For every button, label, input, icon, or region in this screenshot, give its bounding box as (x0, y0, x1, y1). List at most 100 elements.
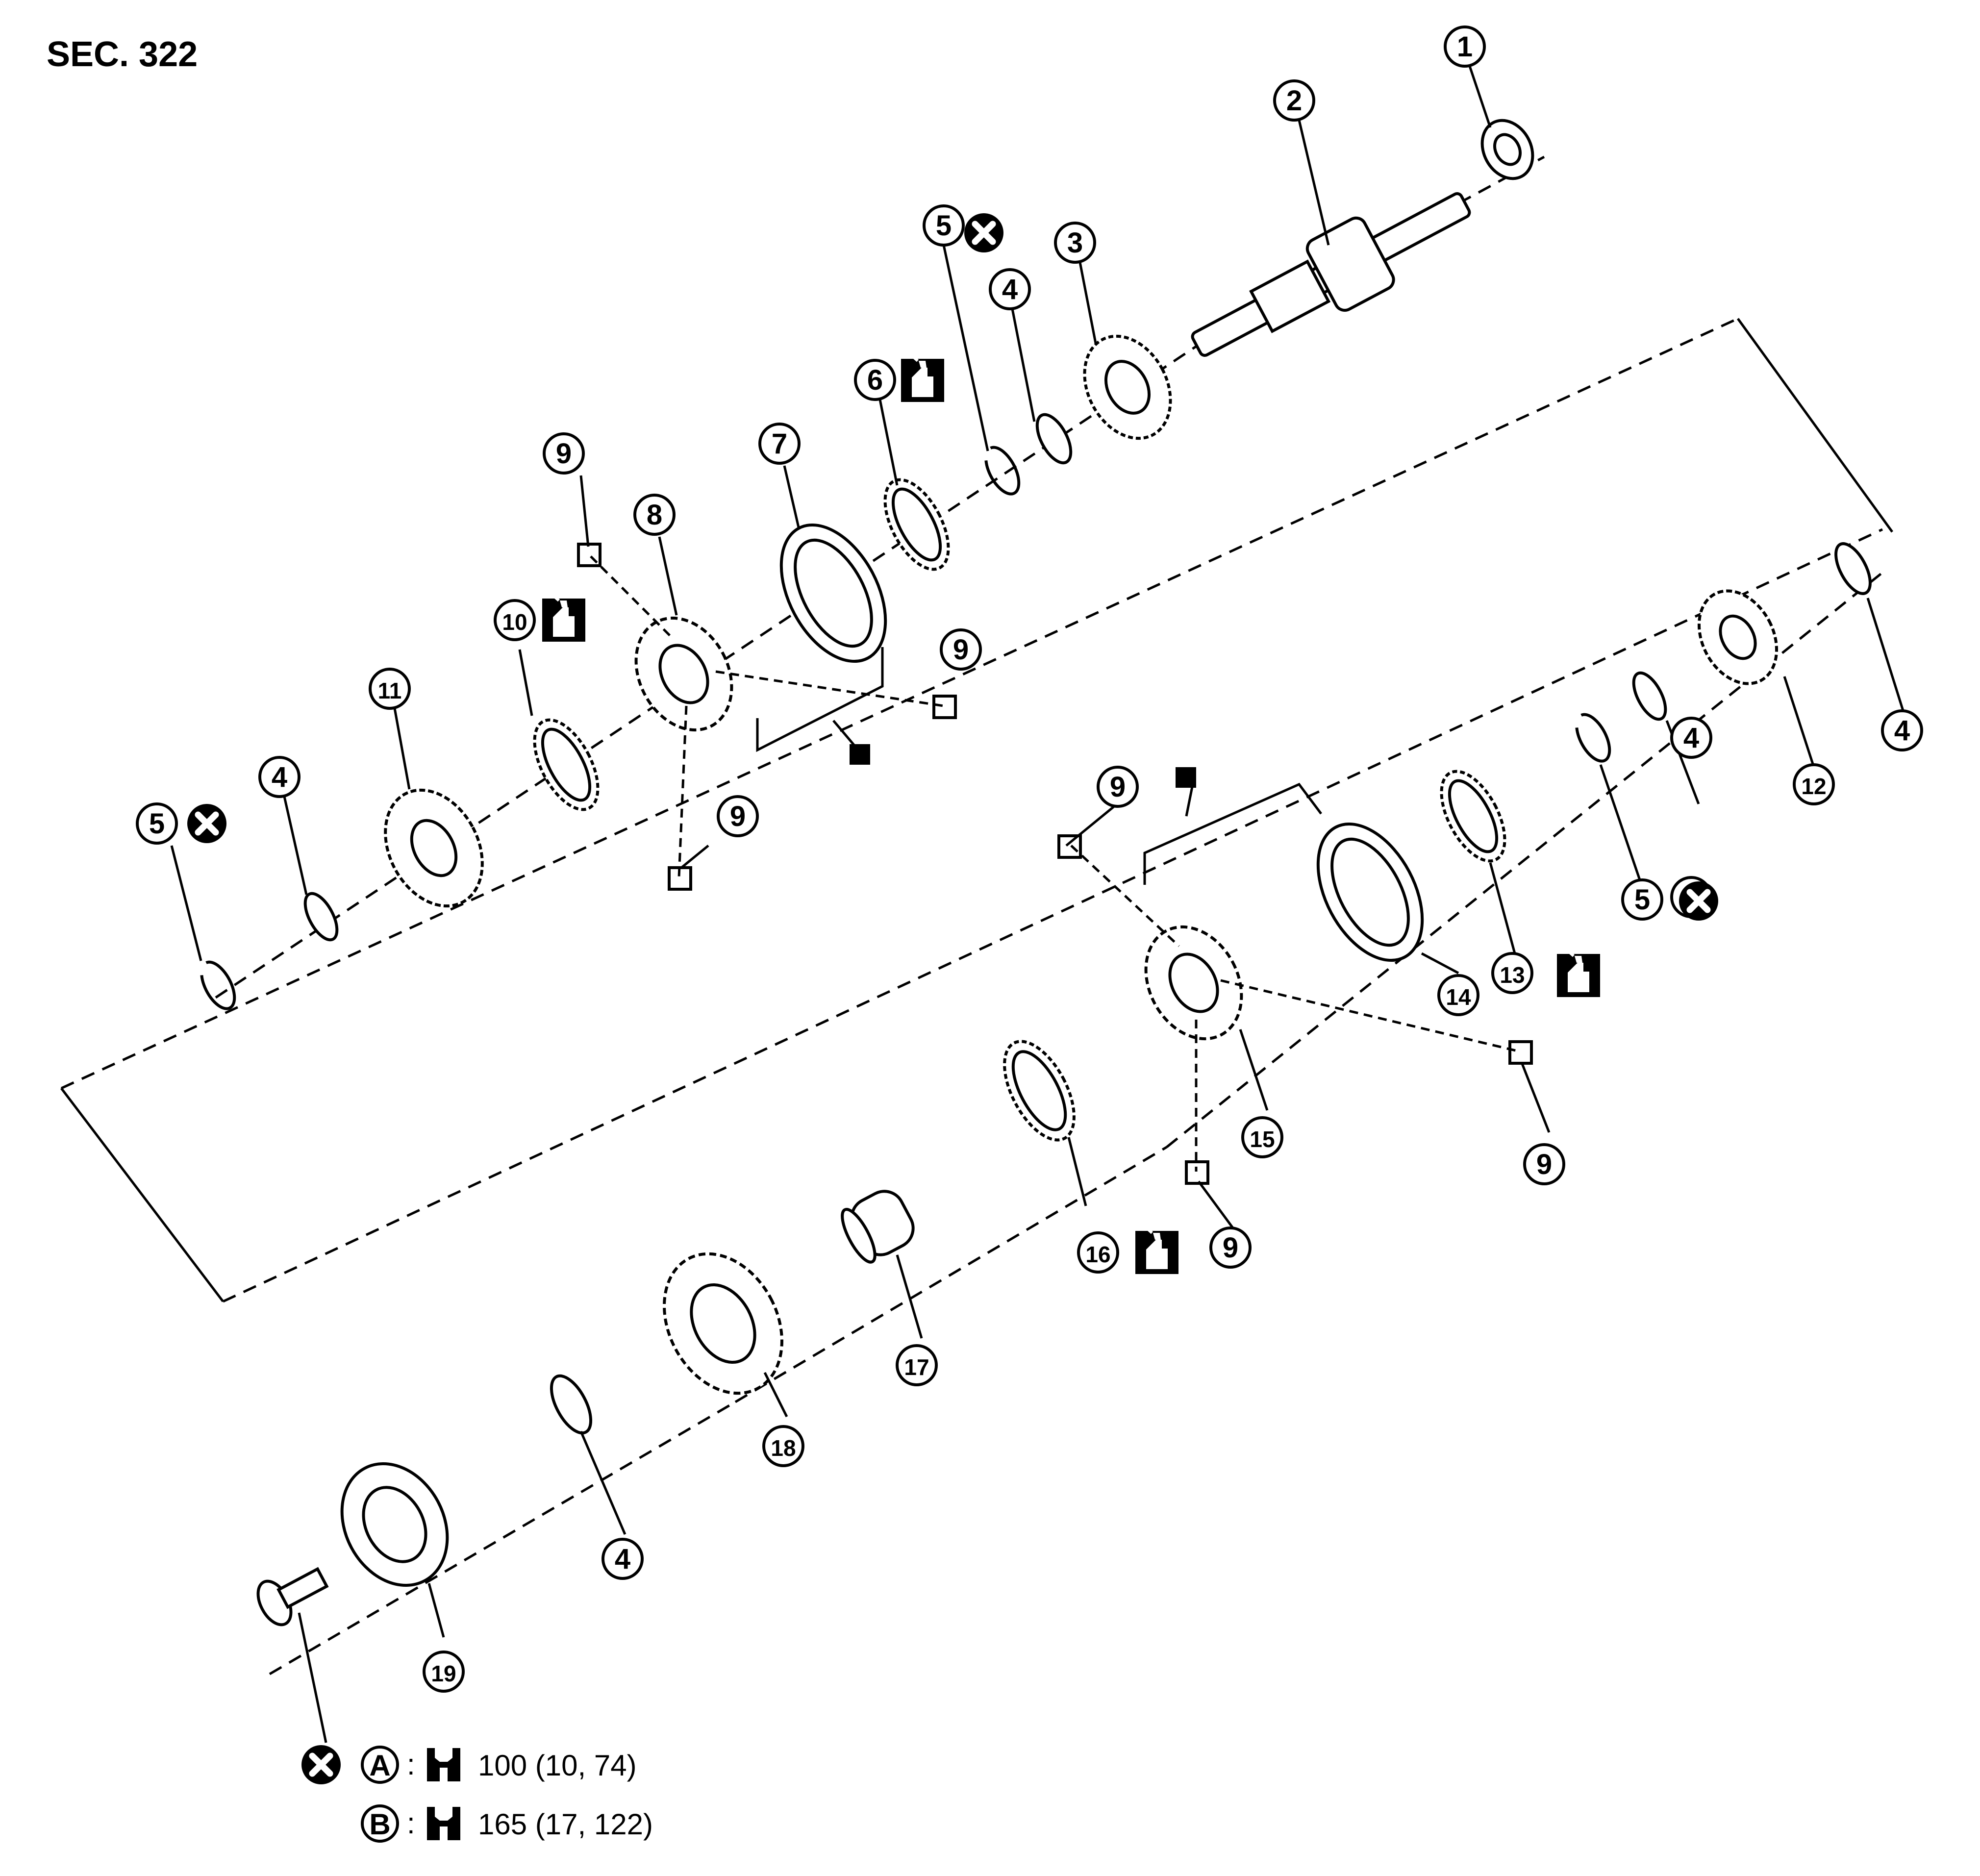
part-9-insert-key (1057, 834, 1082, 859)
svg-text:4: 4 (1002, 274, 1018, 305)
part-7-coupling-sleeve (779, 523, 887, 663)
callout-part-4: 4 (602, 1538, 644, 1580)
lubricate-icon (1557, 947, 1600, 997)
callout-part-4: 4 (258, 756, 301, 798)
svg-text:5: 5 (149, 808, 165, 840)
part-17-needle-bearing (841, 1190, 915, 1264)
svg-text:5: 5 (1634, 884, 1650, 916)
part-18-gear (663, 1252, 783, 1395)
callout-part-17: 17 (896, 1344, 938, 1386)
part-1-bearing (1480, 119, 1534, 180)
svg-text:15: 15 (1250, 1126, 1275, 1152)
callout-part-1: 1 (1444, 25, 1486, 68)
part-16-baulk-ring (1003, 1040, 1076, 1142)
part-5-snap-ring (200, 960, 236, 1010)
callout-part-9: 9 (1209, 1226, 1252, 1269)
do-not-reuse-icon (964, 213, 1003, 252)
callout-part-4: 4 (989, 268, 1031, 310)
svg-text:8: 8 (647, 499, 662, 531)
part-13-baulk-ring (1440, 770, 1506, 863)
svg-text:17: 17 (904, 1354, 929, 1380)
callout-part-4: 4 (1670, 717, 1712, 759)
svg-text:B: B (369, 1808, 390, 1841)
svg-text:9: 9 (556, 438, 572, 470)
part-6-baulk-ring (883, 478, 950, 571)
svg-text:10: 10 (502, 609, 527, 635)
do-not-reuse-icon (1679, 881, 1718, 921)
svg-text:12: 12 (1801, 774, 1826, 799)
callout-part-14: 14 (1437, 974, 1479, 1016)
part-11-gear (384, 788, 484, 908)
part-3-gear (1083, 334, 1172, 440)
svg-text:9: 9 (953, 634, 969, 666)
part-9-insert-key (932, 695, 957, 719)
part-5-snap-ring (1575, 713, 1611, 763)
svg-text:9: 9 (1223, 1232, 1238, 1264)
part-9-insert-key (1508, 1040, 1533, 1065)
legend-torque-b: 165 (17, 122) (478, 1808, 653, 1841)
torque-legend: A : 100 (10, 74) B : 165 (17, 122) (301, 1745, 653, 1843)
part-19-bearing (340, 1462, 449, 1587)
part-9-insert-key (1185, 1160, 1209, 1185)
lubricate-icon (1135, 1224, 1178, 1274)
callout-part-7: 7 (758, 423, 801, 465)
assembly-square-icon (1176, 767, 1196, 788)
svg-text:4: 4 (1894, 715, 1910, 747)
svg-text:19: 19 (431, 1661, 456, 1686)
callout-part-5: 5 (136, 802, 178, 845)
part-10-baulk-ring (533, 718, 600, 811)
part-14-coupling-sleeve (1316, 822, 1424, 962)
callout-part-9: 9 (543, 432, 585, 475)
svg-text:9: 9 (1110, 771, 1126, 803)
lubricate-icon (901, 352, 944, 402)
part-12-gear (1697, 589, 1779, 685)
callout-part-9: 9 (940, 628, 982, 671)
svg-text::: : (407, 1807, 415, 1840)
part-4-washer (1035, 413, 1073, 465)
svg-text:1: 1 (1457, 31, 1473, 63)
callout-part-11: 11 (369, 668, 411, 710)
torque-wrench-icon (427, 1807, 460, 1840)
callout-part-2: 2 (1273, 79, 1315, 122)
legend-letter-b: B (361, 1804, 399, 1843)
part-5-snap-ring (984, 446, 1021, 496)
do-not-reuse-icon (187, 804, 226, 843)
callout-part-13: 13 (1491, 952, 1533, 994)
part-4-washer (550, 1374, 593, 1435)
svg-text:13: 13 (1500, 962, 1525, 988)
svg-text:2: 2 (1286, 85, 1302, 117)
assembly-square-icon (850, 744, 870, 765)
svg-text:18: 18 (771, 1435, 796, 1461)
part-bolt (256, 1567, 329, 1626)
svg-text:11: 11 (378, 678, 402, 703)
svg-text:4: 4 (615, 1543, 630, 1575)
svg-text:5: 5 (936, 210, 952, 242)
legend-letter-a: A (361, 1746, 399, 1784)
leader-lines (170, 66, 1908, 1743)
svg-text::: : (407, 1748, 415, 1781)
callout-part-5: 5 (923, 204, 965, 247)
svg-text:4: 4 (272, 761, 287, 793)
callout-part-15: 15 (1241, 1116, 1283, 1158)
torque-wrench-icon (427, 1748, 460, 1781)
svg-text:A: A (369, 1749, 390, 1782)
part-15-synchronizer-hub (1144, 925, 1243, 1041)
callout-part-4: 4 (1881, 709, 1923, 751)
svg-text:6: 6 (867, 364, 883, 396)
callout-part-16: 16 (1077, 1231, 1119, 1274)
callout-part-10: 10 (494, 599, 536, 641)
callout-part-9: 9 (1097, 766, 1139, 808)
callout-part-19: 19 (423, 1651, 465, 1693)
callout-part-6: 6 (854, 359, 896, 401)
legend-torque-a: 100 (10, 74) (478, 1749, 637, 1782)
subassembly-frame (60, 318, 1894, 1302)
do-not-reuse-icon (301, 1745, 341, 1784)
part-8-synchronizer-hub (634, 616, 733, 732)
svg-text:16: 16 (1085, 1242, 1110, 1267)
callout-part-12: 12 (1793, 763, 1835, 805)
part-4-washer (1632, 671, 1667, 721)
part-2-mainshaft (1191, 192, 1471, 357)
callout-part-9: 9 (1523, 1143, 1565, 1185)
svg-text:9: 9 (1536, 1149, 1552, 1180)
